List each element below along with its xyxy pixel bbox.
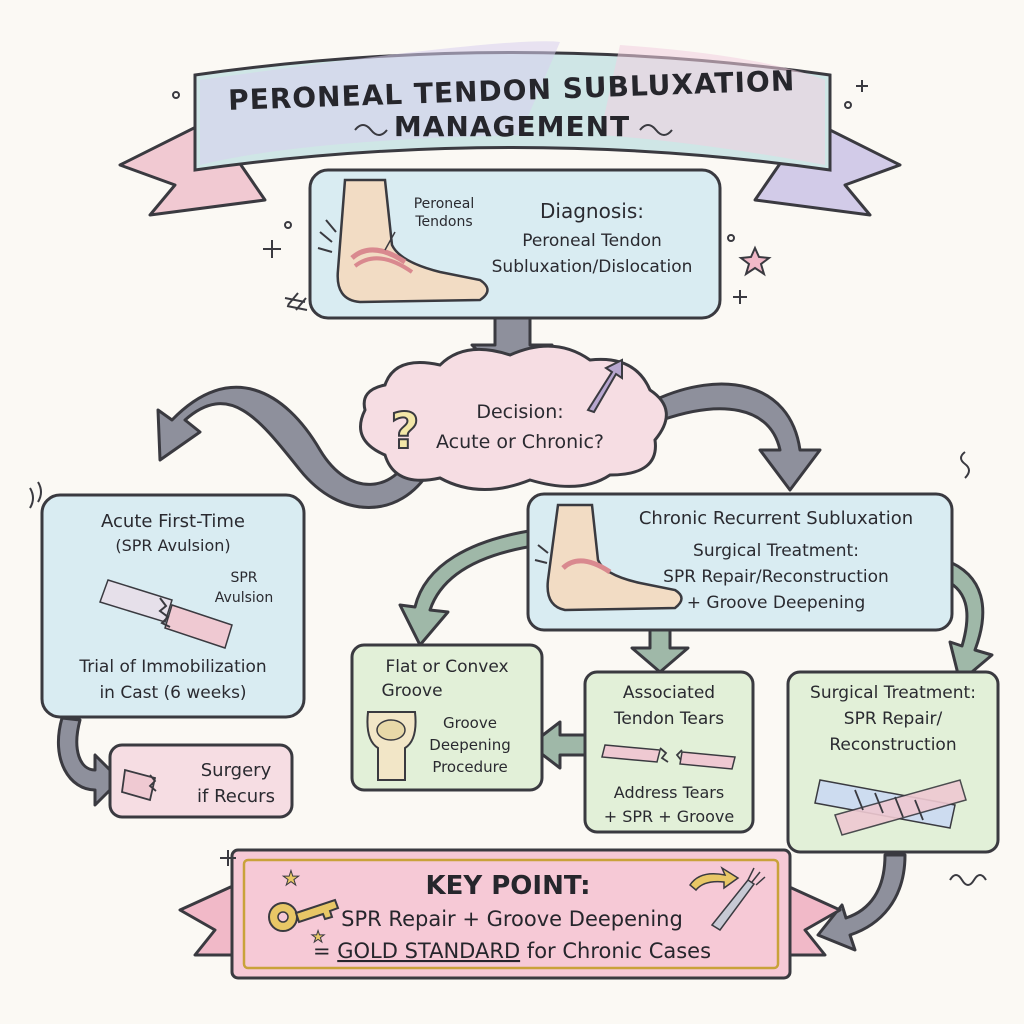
diagnosis-line2: Subluxation/Dislocation	[492, 257, 693, 277]
double-arrow-icon	[586, 358, 623, 414]
key-point-title: KEY POINT:	[425, 871, 590, 901]
torn-ligament-icon	[99, 579, 233, 649]
dot-icon-2	[727, 234, 735, 242]
star-icon: ★	[282, 866, 300, 890]
diagnosis-line1: Peroneal Tendon	[522, 231, 662, 251]
torn-tissue-icon	[121, 768, 157, 802]
arrow-surgical-to-keypoint	[816, 853, 907, 952]
arrow-chronic-to-flat	[398, 528, 542, 647]
tendon-tears-box: Associated Tendon Tears Address Tears + …	[583, 670, 755, 834]
star-small-icon: ★	[311, 927, 325, 946]
arrows	[56, 316, 994, 952]
surgical-repair-box: Surgical Treatment: SPR Repair/ Reconstr…	[786, 670, 1000, 854]
surgical-repair-line2: SPR Repair/	[844, 709, 943, 729]
flourish-left-icon	[354, 124, 388, 136]
diagnosis-title: Diagnosis:	[540, 199, 644, 223]
key-banner-body	[230, 848, 792, 980]
chronic-foot-icon	[534, 503, 683, 612]
chronic-line1: Surgical Treatment:	[693, 541, 859, 561]
key-point-suffix: for Chronic Cases	[520, 939, 711, 963]
flourish-right-icon	[639, 124, 673, 136]
flat-groove-title-line2: Groove	[381, 681, 442, 701]
surgical-repair-line1: Surgical Treatment:	[810, 683, 976, 703]
surgical-repair-line3: Reconstruction	[829, 735, 956, 755]
decision-line1: Decision:	[476, 401, 563, 423]
acute-img-label-line1: SPR	[230, 570, 257, 586]
acute-box: Acute First-Time (SPR Avulsion) SPR Avul…	[40, 493, 306, 719]
key-banner-gold-frame	[242, 858, 780, 970]
sparkle-icon-3	[220, 850, 236, 866]
acute-body-line1: Trial of Immobilization	[78, 657, 266, 677]
acute-body-line2: in Cast (6 weeks)	[99, 683, 246, 703]
arrow-decision-to-chronic	[653, 382, 822, 492]
dot-icon	[284, 221, 292, 229]
banner-left-tail	[118, 118, 267, 217]
key-icon	[268, 898, 340, 932]
tendon-tears-title-line2: Tendon Tears	[613, 709, 724, 729]
foot-illustration-icon	[317, 178, 489, 304]
sparkle-icon	[263, 240, 281, 258]
banner-title-line2: MANAGEMENT	[394, 110, 630, 143]
acute-title: Acute First-Time	[101, 511, 245, 532]
chronic-line3: + Groove Deepening	[687, 593, 865, 613]
diagnosis-label-line1: Peroneal	[414, 196, 475, 212]
surgery-recurs-box: Surgery if Recurs	[108, 743, 294, 819]
acute-img-label-line2: Avulsion	[215, 590, 273, 606]
scalpel-icon	[710, 878, 756, 932]
arrow-chronic-to-tears	[630, 628, 690, 674]
curved-arrow-icon	[689, 866, 740, 892]
decision-cloud: ? Decision: Acute or Chronic?	[359, 344, 668, 491]
suture-repair-icon	[814, 779, 967, 836]
swirl-icon	[949, 874, 987, 886]
plus-icon	[856, 80, 868, 92]
bone-groove-icon	[366, 711, 417, 781]
dot-icon-3	[844, 101, 852, 109]
surgery-recurs-line1: Surgery	[201, 760, 272, 781]
tendon-tears-line1: Address Tears	[614, 783, 724, 802]
arrow-decision-to-acute	[156, 385, 432, 509]
surgery-recurs-line2: if Recurs	[197, 786, 275, 807]
diagnosis-label-line2: Tendons	[414, 214, 472, 230]
key-point-prefix: =	[313, 939, 337, 963]
key-point-banner: ★ ★ KEY POINT: SPR Repair + Groove Deepe…	[178, 848, 842, 980]
doodles	[29, 80, 987, 886]
fork-tip-icon	[747, 867, 766, 886]
flat-groove-title-line1: Flat or Convex	[385, 657, 508, 677]
sparkle-icon-2	[733, 290, 747, 304]
arrow-acute-to-surgery	[56, 716, 122, 807]
tendon-tears-title-line1: Associated	[623, 683, 715, 703]
dot-icon-4	[172, 91, 180, 99]
squiggle-icon	[960, 451, 970, 479]
torn-tendon-icon	[601, 744, 736, 770]
key-point-line2: = GOLD STANDARD for Chronic Cases	[313, 939, 711, 963]
tendon-tears-line2: + SPR + Groove	[604, 807, 735, 826]
chronic-title: Chronic Recurrent Subluxation	[639, 508, 913, 529]
chronic-box: Chronic Recurrent Subluxation Surgical T…	[526, 492, 954, 632]
flat-groove-line2: Deepening	[429, 736, 510, 754]
motion-lines-icon	[29, 481, 42, 509]
question-mark-icon: ?	[390, 402, 419, 460]
banner-wash	[200, 41, 560, 165]
chronic-line2: SPR Repair/Reconstruction	[663, 567, 889, 587]
arrow-tears-to-flat	[528, 720, 587, 770]
diagnosis-box: Peroneal Tendons Diagnosis: Peroneal Ten…	[308, 168, 722, 320]
key-point-gold-standard: GOLD STANDARD	[337, 939, 520, 963]
key-point-line1: SPR Repair + Groove Deepening	[341, 907, 683, 931]
flat-groove-line1: Groove	[443, 714, 497, 732]
flat-groove-box: Flat or Convex Groove Groove Deepening P…	[350, 643, 544, 792]
decision-line2: Acute or Chronic?	[436, 431, 604, 453]
title-banner: PERONEAL TENDON SUBLUXATION MANAGEMENT	[118, 41, 902, 217]
acute-subtitle: (SPR Avulsion)	[115, 536, 230, 555]
hash-doodle-icon	[284, 292, 308, 311]
flat-groove-line3: Procedure	[432, 758, 507, 776]
banner-wash-right	[600, 45, 825, 165]
star-outline-icon	[738, 245, 772, 277]
